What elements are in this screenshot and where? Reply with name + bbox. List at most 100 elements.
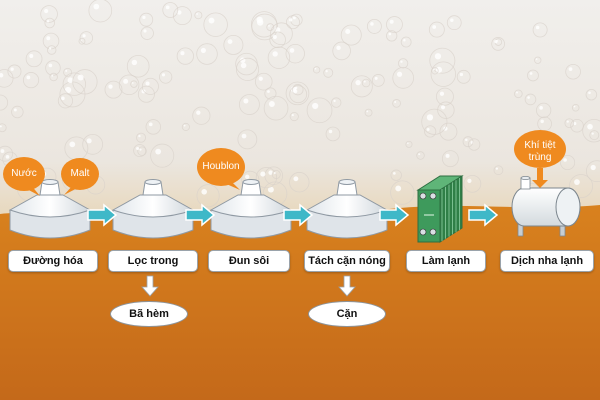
foam-bubble-highlight (5, 155, 10, 159)
foam-bubble-highlight (459, 72, 464, 77)
tank-end (555, 187, 581, 227)
foam-bubble-highlight (123, 78, 129, 84)
foam-bubble (82, 133, 104, 155)
foam-bubble-highlight (355, 79, 361, 86)
foam-bubble (467, 138, 481, 151)
foam-bubble-highlight (69, 141, 76, 148)
foam-bubble (564, 118, 575, 129)
step-boiling-label: Đun sôi (208, 250, 290, 272)
foam-bubble (390, 169, 402, 181)
foam-bubble-highlight (374, 76, 378, 80)
foam-bubble-highlight (86, 138, 92, 144)
foam-bubble-highlight (445, 153, 450, 158)
foam-bubble-highlight (388, 32, 392, 36)
foam-bubble-highlight (48, 63, 53, 68)
foam-bubble-highlight (46, 36, 51, 41)
foam-bubble-highlight (268, 25, 270, 27)
malt-input-bubble (61, 158, 99, 195)
foam-bubble-highlight (590, 164, 596, 171)
foam-bubble (62, 72, 86, 96)
flow-arrow-5 (468, 203, 499, 227)
step-cooling-label: Làm lạnh (406, 250, 486, 272)
foam-bubble-highlight (260, 171, 266, 177)
foam-bubble-highlight (272, 51, 278, 57)
foam-bubble (11, 105, 24, 119)
vessel-opening (41, 179, 59, 185)
foam-bubble-highlight (155, 148, 162, 155)
bubble-body (197, 148, 245, 186)
foam-bubble-highlight (183, 124, 186, 127)
foam-bubble-highlight (46, 20, 50, 23)
foam-bubble-highlight (51, 74, 54, 77)
foam-bubble-highlight (418, 153, 421, 156)
foam-bubble (491, 37, 505, 51)
foam-bubble (194, 11, 203, 20)
foam-bubble (286, 15, 300, 30)
foam-bubble-highlight (403, 39, 406, 42)
foam-bubble-highlight (196, 13, 198, 15)
foam-bubble-highlight (44, 8, 49, 14)
foam-bubble (140, 26, 154, 40)
vessel-opening (242, 179, 260, 185)
foam-bubble-highlight (439, 91, 445, 96)
foam-bubble-highlight (268, 101, 275, 107)
foam-bubble (534, 56, 542, 64)
foam-bubble (79, 31, 94, 45)
foam-bubble-highlight (407, 142, 409, 145)
flow-arrow-3 (283, 203, 314, 227)
exchanger-port (429, 192, 437, 200)
foam-bubble (25, 50, 43, 68)
foam-bubble-highlight (535, 58, 538, 60)
foam-bubble (49, 72, 58, 82)
foam-bubble (159, 70, 173, 84)
foam-bubble (136, 132, 147, 143)
foam-bubble (57, 93, 73, 109)
foam-bubble (585, 160, 600, 183)
foam-bubble-highlight (566, 120, 569, 123)
foam-bubble-highlight (108, 84, 113, 89)
foam-bubble-highlight (161, 73, 166, 77)
foam-bubble (462, 136, 474, 148)
foam-bubble-highlight (245, 174, 250, 180)
vessel-opening (144, 179, 162, 185)
foam-bubble (582, 118, 600, 143)
foam-bubble-highlight (535, 25, 540, 30)
foam-bubble (130, 80, 138, 88)
input-malt-label: Malt (70, 168, 90, 179)
foam-bubble-highlight (26, 75, 31, 80)
foam-bubble-highlight (82, 34, 86, 38)
foam-bubble (235, 57, 260, 81)
foam-bubble (571, 103, 580, 112)
flow-arrow-4 (379, 203, 410, 227)
foam-bubble (0, 69, 14, 88)
foam-bubble (72, 69, 98, 95)
funnel-vessel-icon (305, 179, 389, 239)
foam-bubble-highlight (267, 90, 270, 93)
foam-bubble (292, 84, 304, 96)
foam-bubble-highlight (527, 96, 530, 99)
foam-bubble (133, 144, 147, 158)
foam-bubble (405, 140, 413, 148)
foam-bubble (532, 22, 548, 38)
foam-bubble-highlight (142, 15, 146, 20)
foam-bubble (251, 11, 278, 38)
foam-bubble (289, 85, 308, 104)
foam-bubble-highlight (591, 132, 594, 135)
foam-bubble (428, 21, 445, 38)
foam-bubble-highlight (289, 18, 293, 22)
sterile-air-input-bubble (514, 130, 566, 188)
foam-bubble-highlight (65, 69, 68, 72)
foam-bubble (267, 46, 291, 69)
foam-bubble-highlight (243, 98, 249, 104)
sterile-air-line-0: Khí tiệt (524, 140, 556, 151)
arrow-shape (379, 203, 410, 227)
foam-bubble (7, 64, 22, 79)
foam-bubble-highlight (258, 76, 263, 81)
foam-bubble (589, 130, 600, 141)
foam-bubble-highlight (393, 172, 396, 175)
funnel-vessel-icon (209, 179, 293, 239)
foam-bubble (340, 24, 362, 46)
foam-bubble (392, 99, 401, 108)
foam-bubble (270, 22, 293, 46)
foam-bubble (463, 174, 482, 193)
